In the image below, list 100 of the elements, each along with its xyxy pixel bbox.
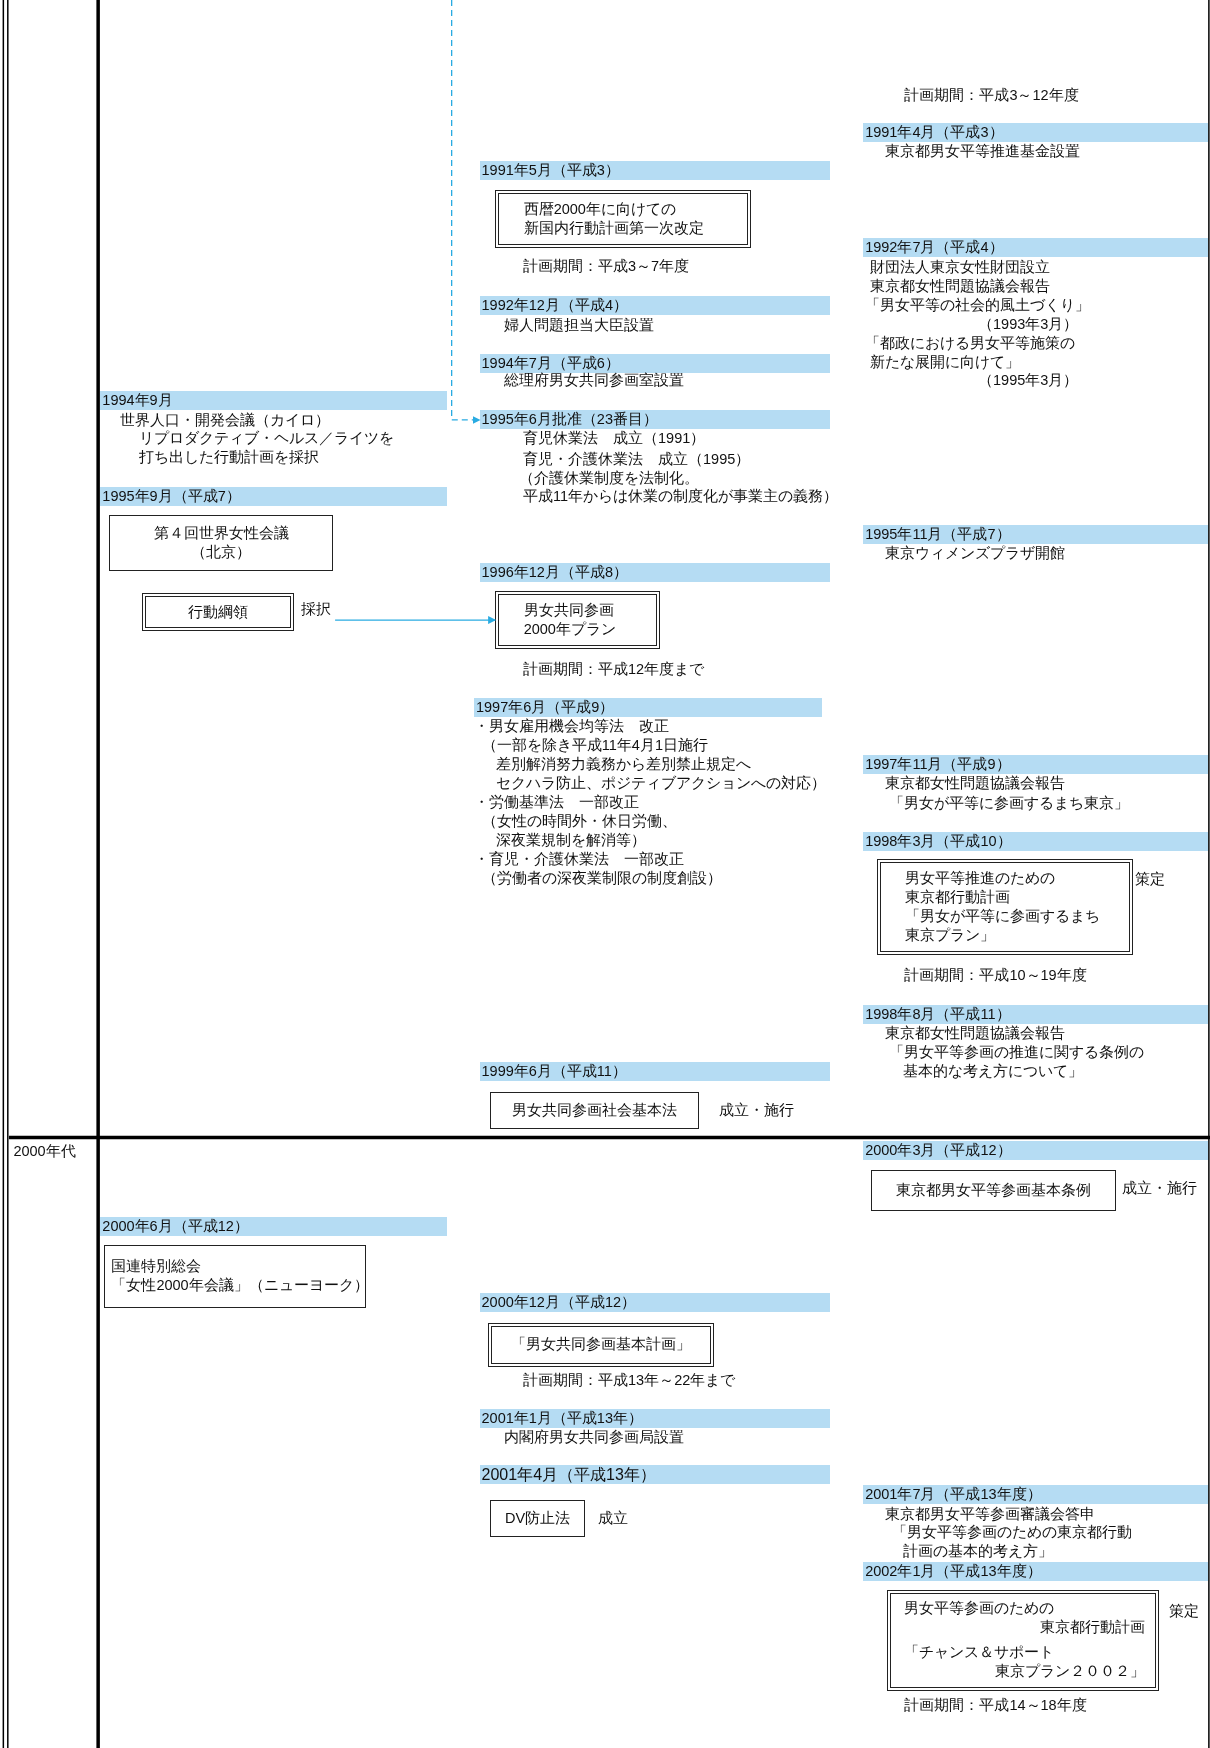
label-text: （介護休業制度を法制化。 (518, 469, 699, 487)
plan-box (141, 593, 295, 632)
plan-box (488, 1322, 714, 1368)
plan-box (876, 858, 1134, 955)
label-text: 「男女平等参画のための東京都行動 (892, 1524, 1133, 1542)
event-box (489, 1499, 586, 1537)
label-text: （女性の時間外・休日労働、 (481, 813, 677, 830)
label-text: 内閣府男女共同参画局設置 (504, 1428, 685, 1446)
label-text: 総理府男女共同参画室設置 (504, 372, 685, 390)
label-text: 東京都女性問題協議会報告 (869, 277, 1050, 295)
node-text: 採択 (301, 601, 332, 619)
box-text: 「男女が平等に参画するまち (905, 906, 1102, 926)
annotation-text: 計画期間：平成14～18年度 (904, 1697, 1087, 1715)
annotation-text: 計画期間：平成10～19年度 (904, 966, 1087, 984)
date-band: 2001年7月（平成13年度） (863, 1485, 1208, 1505)
date-band: 2001年4月（平成13年） (479, 1465, 830, 1485)
annotation-text: 策定 (1168, 1602, 1199, 1620)
date-band: 1992年7月（平成4） (863, 237, 1208, 257)
label-text: 「都政における男女平等施策の (865, 334, 1076, 352)
box-text: 東京都男女平等参画基本条例 (895, 1180, 1093, 1200)
event-box (870, 1169, 1117, 1212)
label-text: （一部を除き平成11年4月1日施行 (481, 737, 708, 755)
annotation-text: 策定 (1135, 870, 1166, 888)
box-text: 西暦2000年に向けての (523, 199, 677, 219)
label-text: 東京ウィメンズプラザ開館 (885, 545, 1066, 563)
label-text: 新たな展開に向けて」 (869, 353, 1020, 371)
label-text: ・男女雇用機会均等法 改正 (473, 718, 669, 736)
box-text: 男女共同参画社会基本法 (510, 1100, 678, 1120)
date-band: 1999年6月（平成11） (479, 1061, 830, 1081)
label-text: ・育児・介護休業法 一部改正 (473, 850, 684, 868)
label-text: 差別解消努力義務から差別禁止規定へ (496, 756, 752, 774)
label-text: 「男女平等の社会的風土づくり」 (865, 296, 1091, 314)
label-text: 婦人問題担当大臣設置 (504, 316, 655, 334)
box-text: 「チャンス＆サポート (903, 1643, 1055, 1663)
box-text: 行動綱領 (187, 602, 249, 622)
label-text: 東京都男女平等参画審議会答申 (885, 1505, 1096, 1523)
box-text: 男女平等参画のための (903, 1599, 1055, 1619)
arrow (334, 616, 497, 625)
label-text: （1995年3月） (978, 372, 1079, 390)
date-band: 2002年1月（平成13年度） (863, 1562, 1208, 1582)
label-text: 平成11年からは休業の制度化が事業主の義務） (523, 488, 839, 506)
box-text: 「男女共同参画基本計画」 (510, 1335, 693, 1355)
label-text: ・労働基準法 一部改正 (473, 794, 639, 811)
label-text: 育児休業法 成立（1991） (523, 430, 706, 448)
date-band: 2000年12月（平成12） (479, 1292, 830, 1312)
box-text: 東京都行動計画 (1038, 1618, 1146, 1638)
label-text: 世界人口・開発会議（カイロ） (120, 411, 331, 429)
label-text: 計画の基本的考え方」 (903, 1543, 1054, 1561)
label-text: リプロダクティブ・ヘルス／ライツを (139, 430, 395, 448)
label-text: 基本的な考え方について」 (903, 1062, 1084, 1080)
event-box (489, 1091, 700, 1129)
plan-box (886, 1590, 1159, 1691)
plan-box (495, 591, 661, 650)
box-text: 新国内行動計画第一次改定 (523, 218, 705, 238)
label-text: 「男女が平等に参画するまち東京」 (888, 795, 1129, 813)
annotation-text: 計画期間：平成13年～22年まで (523, 1371, 736, 1389)
date-band: 1998年3月（平成10） (863, 831, 1208, 851)
annotation-text: 成立 (597, 1510, 628, 1527)
box-text: 東京プラン２００２」 (993, 1662, 1146, 1682)
label-text: 2000年代 (13, 1143, 76, 1161)
box-text: DV防止法 (503, 1508, 572, 1528)
label-text: 打ち出した行動計画を採択 (139, 449, 320, 467)
event-box (109, 515, 334, 571)
label-text: 「男女平等参画の推進に関する条例の (888, 1043, 1144, 1061)
label-text: （労働者の深夜業制限の制度創設） (481, 869, 722, 887)
box-text: （北京） (190, 543, 253, 563)
date-band: 2000年6月（平成12） (100, 1216, 448, 1236)
event-box (103, 1244, 366, 1309)
date-band: 1997年11月（平成9） (863, 755, 1208, 774)
box-text: 2000年プラン (523, 620, 617, 640)
date-band: 1995年11月（平成7） (863, 525, 1208, 545)
annotation-text: 成立・施行 (719, 1101, 795, 1119)
label-text: 育児・介護休業法 成立（1995） (523, 450, 751, 468)
date-band: 1996年12月（平成8） (479, 563, 830, 583)
date-band: 2000年3月（平成12） (863, 1140, 1208, 1160)
label-text: 深夜業規制を解消等） (496, 831, 647, 849)
date-band: 1997年6月（平成9） (473, 698, 822, 718)
arrow (451, 0, 481, 424)
label-text: 東京都女性問題協議会報告 (885, 775, 1066, 793)
plan-box (495, 189, 751, 248)
box-text: 男女平等推進のための (905, 868, 1057, 888)
date-band: 1991年5月（平成3） (479, 160, 830, 180)
box-text: 「女性2000年会議」（ニューヨーク） (111, 1276, 365, 1296)
date-band: 1995年6月批准（23番目） (479, 410, 830, 430)
date-band: 1995年9月（平成7） (100, 487, 448, 507)
date-band: 1992年12月（平成4） (479, 295, 830, 315)
label-text: セクハラ防止、ポジティブアクションへの対応） (496, 775, 827, 793)
box-text: 東京都行動計画 (905, 887, 1012, 907)
box-text: 国連特別総会 (111, 1257, 203, 1277)
label-text: （1993年3月） (978, 315, 1079, 333)
annotation-text: 計画期間：平成3～7年度 (523, 257, 690, 275)
label-text: 計画期間：平成3～12年度 (904, 87, 1079, 104)
date-band: 1994年7月（平成6） (479, 353, 830, 373)
annotation-text: 計画期間：平成12年度まで (523, 661, 705, 679)
box-text: 第４回世界女性会議 (152, 524, 290, 544)
box-text: 東京プラン」 (905, 925, 997, 945)
date-band: 1991年4月（平成3） (863, 122, 1208, 142)
date-band: 1994年9月 (100, 391, 448, 411)
annotation-text: 成立・施行 (1121, 1179, 1197, 1197)
date-band: 1998年8月（平成11） (863, 1004, 1208, 1024)
